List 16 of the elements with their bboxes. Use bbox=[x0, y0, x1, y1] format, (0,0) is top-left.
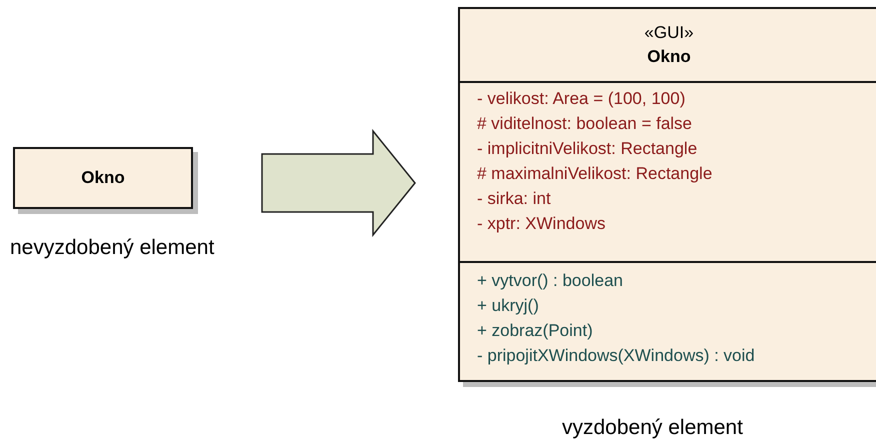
operation-text: + vytvor() : boolean bbox=[477, 270, 623, 292]
attribute-text: # maximalniVelikost: Rectangle bbox=[477, 163, 712, 185]
stereotype-text: «GUI» bbox=[644, 22, 694, 44]
node-label: vyzdobený element bbox=[562, 415, 743, 441]
attribute-text: - sirka: int bbox=[477, 188, 551, 210]
operation-text: + ukryj() bbox=[477, 295, 539, 317]
attribute-text: - implicitniVelikost: Rectangle bbox=[477, 138, 698, 160]
operation-text: + zobraz(Point) bbox=[477, 320, 593, 342]
block-arrow bbox=[261, 128, 416, 238]
class-name: Okno bbox=[647, 46, 691, 68]
class-name: Okno bbox=[81, 167, 125, 190]
attribute-text: - xptr: XWindows bbox=[477, 213, 606, 235]
attribute-text: - velikost: Area = (100, 100) bbox=[477, 88, 686, 110]
node-label: nevyzdobený element bbox=[10, 235, 214, 261]
operation-text: - pripojitXWindows(XWindows) : void bbox=[477, 345, 755, 367]
attribute-text: # viditelnost: boolean = false bbox=[477, 113, 692, 135]
